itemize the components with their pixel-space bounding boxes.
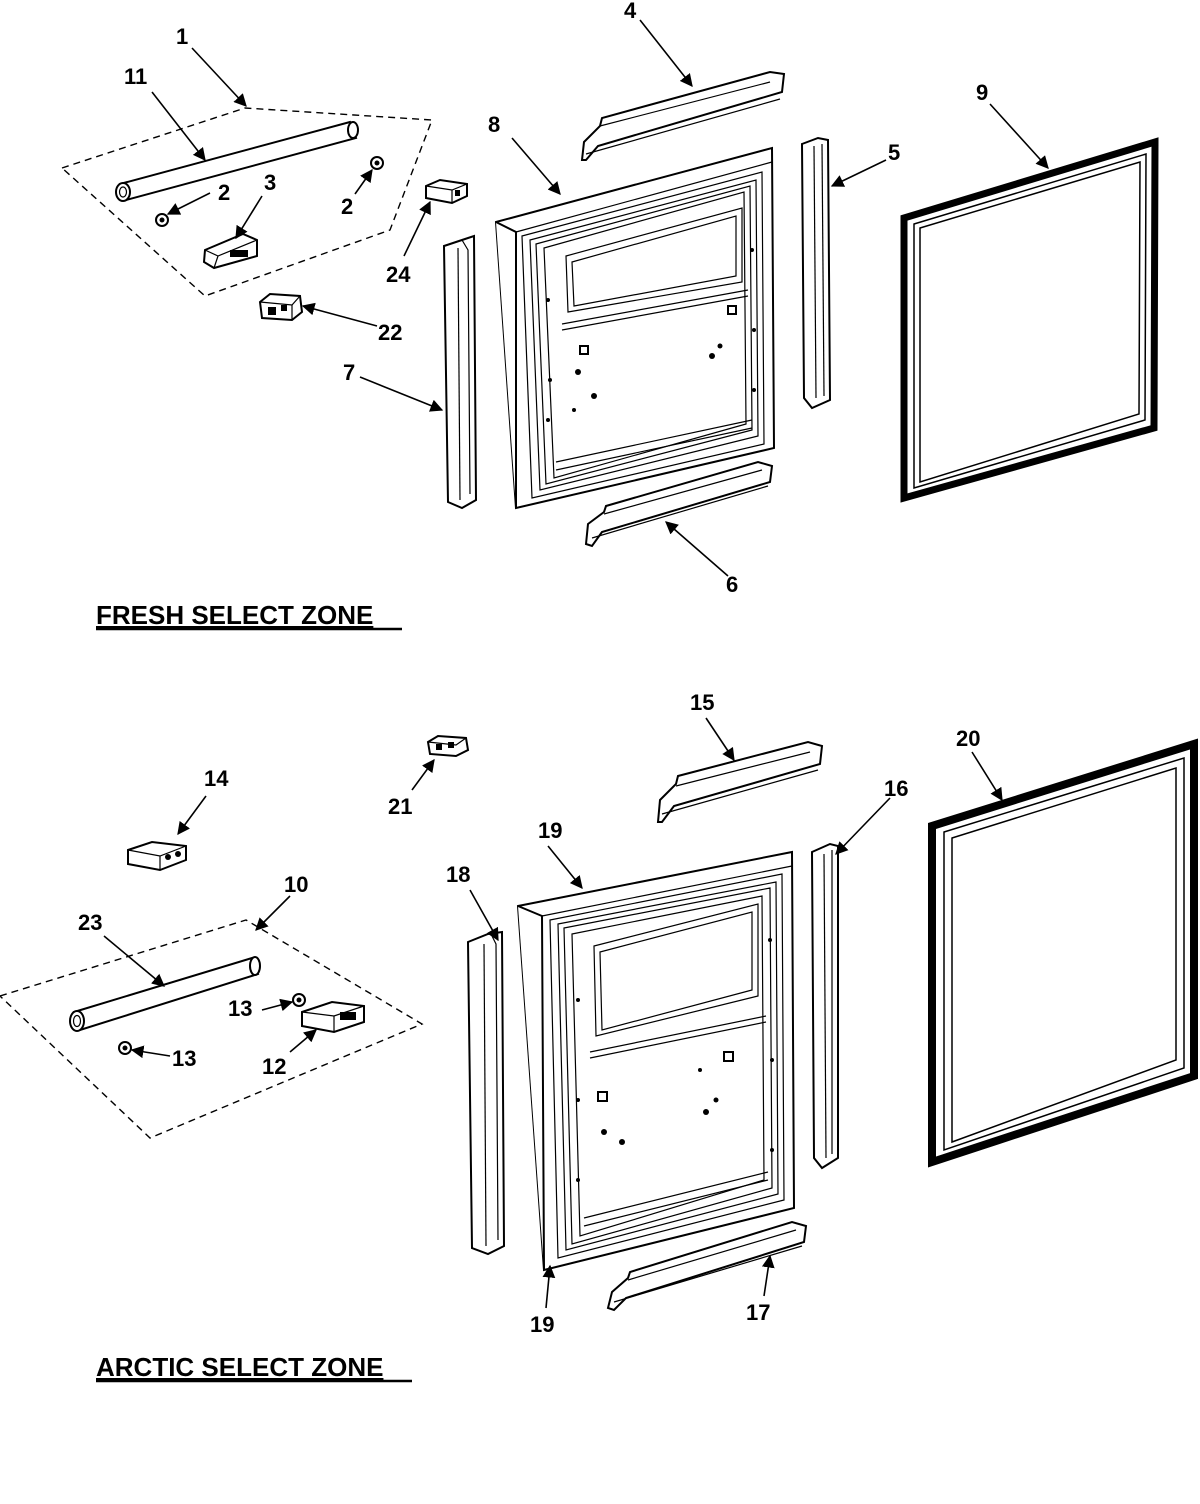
screw-13-upper — [292, 993, 306, 1007]
bottom-trim-17 — [606, 1220, 808, 1312]
right-trim-16 — [810, 842, 839, 1170]
callout-14: 14 — [204, 766, 229, 791]
callout-2b: 2 — [341, 194, 353, 219]
callout-23: 23 — [78, 910, 102, 935]
arctic-zone-title: ARCTIC SELECT ZONE — [96, 1352, 383, 1382]
hinge-part-22 — [258, 292, 304, 322]
callout-22: 22 — [378, 320, 402, 345]
left-trim-7 — [442, 234, 478, 510]
callout-18: 18 — [446, 862, 470, 887]
kit-10-outline — [0, 919, 424, 1139]
door-gasket-9 — [900, 137, 1159, 503]
end-cap-14 — [127, 840, 187, 872]
top-trim-15 — [656, 740, 824, 823]
left-trim-18 — [466, 930, 506, 1256]
callout-3: 3 — [264, 170, 276, 195]
callout-21: 21 — [388, 794, 412, 819]
callout-10: 10 — [284, 872, 308, 897]
callout-24: 24 — [386, 262, 411, 287]
screw-2-right — [370, 156, 384, 170]
callout-1: 1 — [176, 24, 188, 49]
handle-tube-11 — [115, 120, 359, 202]
bottom-trim-6 — [584, 460, 774, 548]
door-liner-8 — [494, 146, 776, 510]
callout-16: 16 — [884, 776, 908, 801]
end-cap-24 — [425, 178, 468, 205]
callout-13a: 13 — [228, 996, 252, 1021]
hinge-part-21 — [426, 734, 470, 758]
callout-17: 17 — [746, 1300, 770, 1325]
callout-11: 11 — [124, 64, 147, 89]
callout-13b: 13 — [172, 1046, 196, 1071]
callout-7: 7 — [343, 360, 355, 385]
door-liner-19 — [516, 850, 796, 1272]
callout-6: 6 — [726, 572, 738, 597]
fresh-select-zone: 1 11 2 3 2 24 22 7 4 8 5 9 6 FRESH SELEC… — [60, 0, 1159, 631]
callout-19b: 19 — [530, 1312, 554, 1337]
callout-4: 4 — [624, 0, 637, 23]
handle-bracket-12 — [301, 1000, 365, 1034]
right-trim-5 — [800, 136, 832, 410]
callout-2a: 2 — [218, 180, 230, 205]
handle-bracket-3 — [202, 232, 258, 270]
callout-20: 20 — [956, 726, 980, 751]
fresh-zone-title: FRESH SELECT ZONE — [96, 600, 373, 630]
top-trim-4 — [580, 70, 786, 161]
screw-13-lower — [118, 1041, 132, 1055]
handle-tube-23 — [69, 956, 261, 1032]
callout-8: 8 — [488, 112, 500, 137]
callout-12: 12 — [262, 1054, 286, 1079]
callout-15: 15 — [690, 690, 714, 715]
callout-9: 9 — [976, 80, 988, 105]
callout-19a: 19 — [538, 818, 562, 843]
kit-1-outline — [60, 107, 433, 297]
screw-2-left — [155, 213, 169, 227]
arctic-select-zone: 14 10 23 13 13 12 21 15 16 20 18 19 19 1… — [0, 690, 1198, 1383]
door-gasket-20 — [928, 738, 1198, 1168]
callout-5: 5 — [888, 140, 900, 165]
